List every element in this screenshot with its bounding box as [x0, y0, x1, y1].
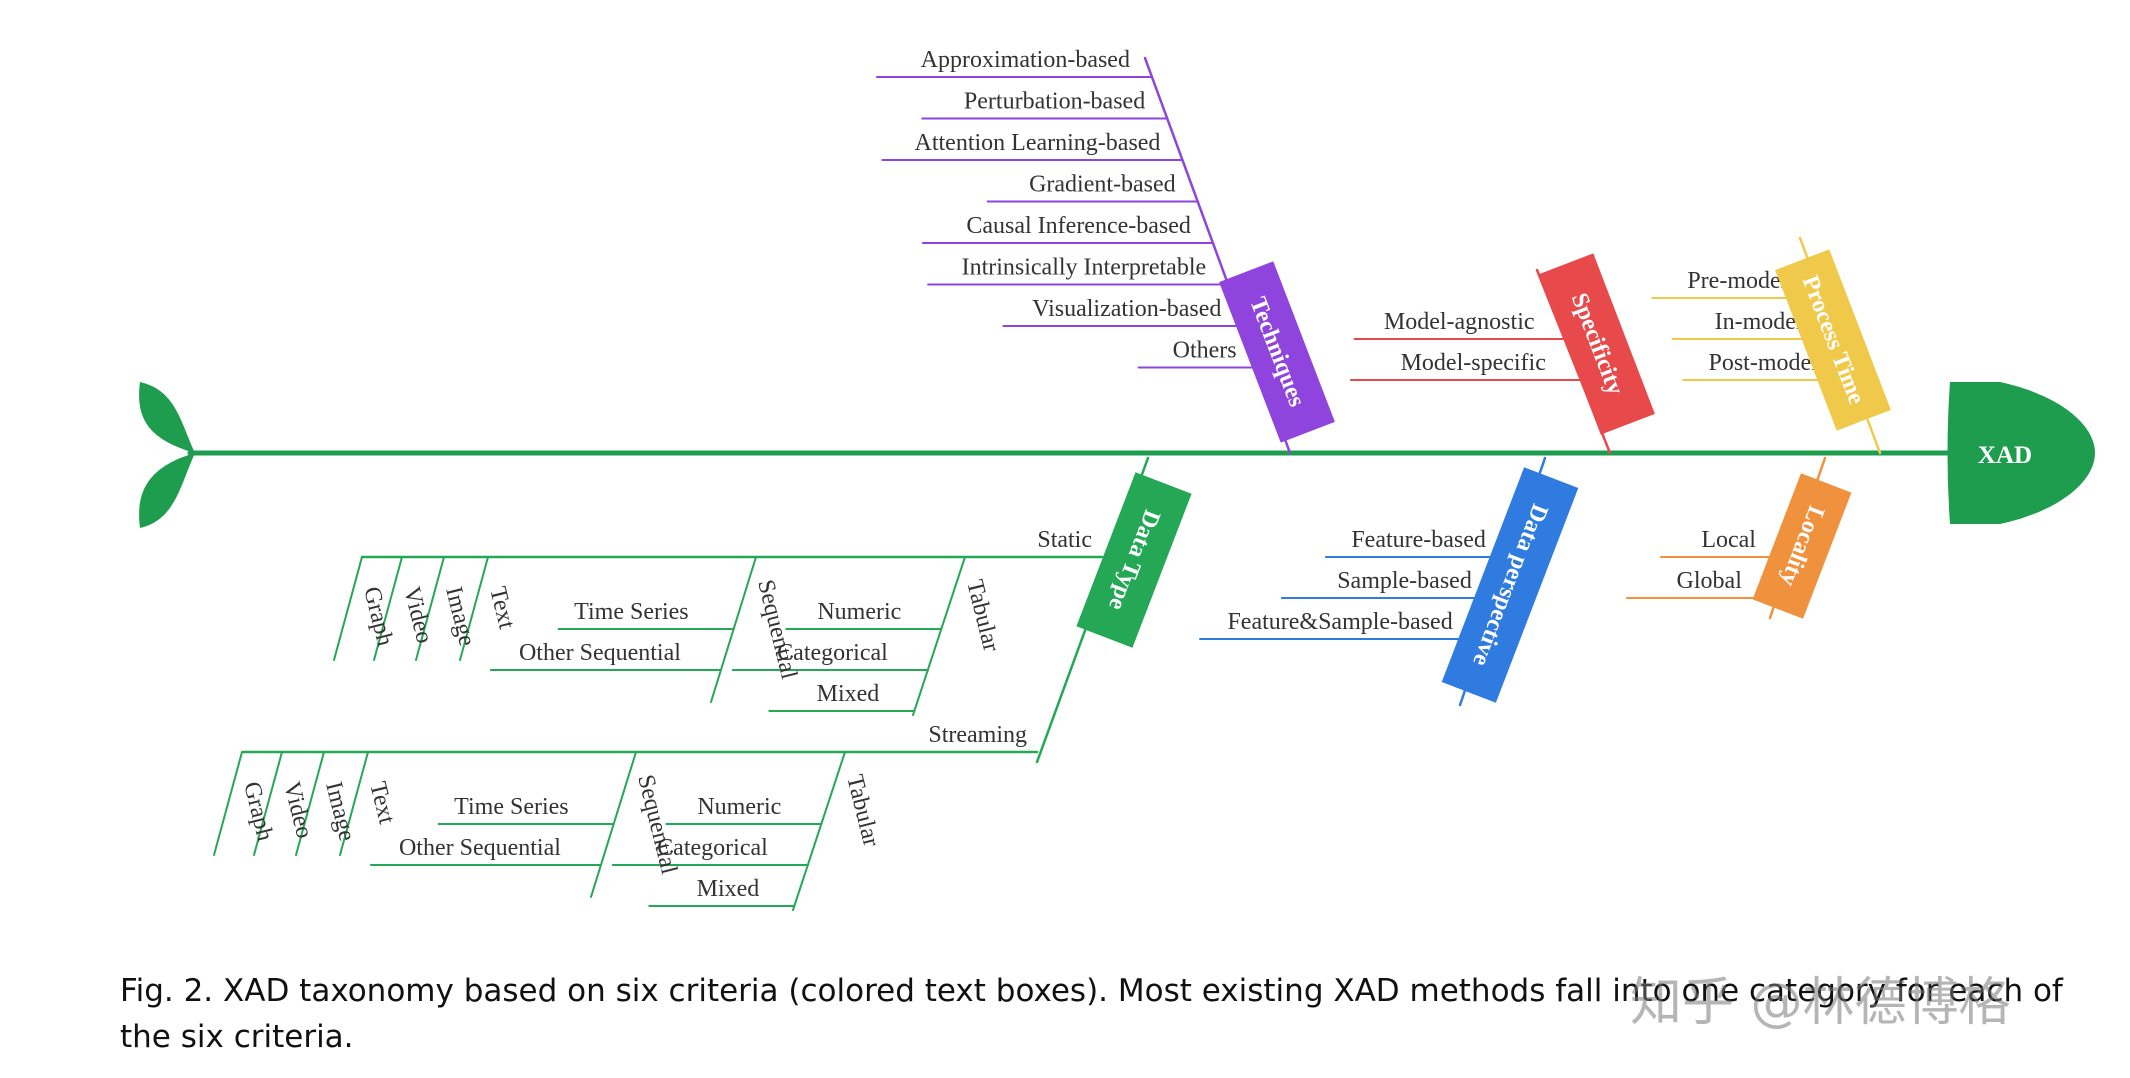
fish-head [1947, 382, 2095, 524]
data_type-direct-bone [339, 751, 369, 856]
data_type-direct-bone [295, 751, 325, 856]
techniques-item-label: Approximation-based [921, 47, 1130, 73]
process_time-box-fill [1775, 249, 1891, 431]
specificity-item-label: Model-specific [1401, 350, 1546, 376]
data_perspective-item-label: Feature-based [1351, 527, 1486, 553]
locality-item-label: Local [1701, 527, 1756, 553]
data_type-mode-label: Streaming [928, 722, 1027, 748]
process_time-item-label: Pre-model [1687, 268, 1787, 294]
fish-tail [139, 382, 195, 528]
data_type-direct-label: Video [398, 584, 437, 646]
techniques-item-label: Intrinsically Interpretable [962, 255, 1207, 281]
techniques-item-label: Others [1173, 338, 1237, 364]
data_type-mode-label: Static [1037, 527, 1092, 553]
data_type-sequential-item-label: Other Sequential [519, 640, 681, 666]
data_type-direct-label: Video [278, 779, 317, 841]
data_type-direct-bone [459, 556, 489, 661]
data_type-direct-label: Image [440, 584, 480, 648]
data_type-tabular-label: Tabular [961, 577, 1004, 654]
fish-head-label: XAD [1978, 442, 2032, 469]
data_type-sequential-item-label: Other Sequential [399, 835, 561, 861]
techniques-item-label: Visualization-based [1032, 296, 1221, 322]
locality-item-label: Global [1677, 568, 1743, 594]
data_type-direct-label: Text [364, 779, 400, 827]
techniques-item-label: Perturbation-based [964, 89, 1145, 115]
data_perspective-item-label: Feature&Sample-based [1227, 609, 1452, 635]
techniques-item-label: Gradient-based [1029, 172, 1176, 198]
bones-layer [139, 56, 2095, 911]
data_type-tabular-bone [912, 556, 966, 716]
data_perspective-item-label: Sample-based [1337, 568, 1472, 594]
watermark: 知乎 @林德博格 [1630, 973, 2011, 1033]
data_type-category-box: Data Type [1076, 472, 1192, 648]
process_time-item-label: In-model [1715, 309, 1803, 335]
techniques-item-label: Attention Learning-based [915, 130, 1161, 156]
data_type-direct-label: Text [484, 584, 520, 632]
data_perspective-box-fill [1441, 467, 1579, 703]
data_type-tabular-item-label: Categorical [657, 835, 768, 861]
data_type-direct-bone [373, 556, 403, 661]
data_type-tabular-item-label: Numeric [697, 794, 781, 820]
data_type-tabular-item-label: Mixed [697, 876, 760, 902]
data_type-tabular-item-label: Categorical [777, 640, 888, 666]
figure-caption: Fig. 2. XAD taxonomy based on six criter… [120, 973, 2063, 1055]
locality-category-box: Locality [1752, 473, 1852, 619]
techniques-box-fill [1219, 261, 1335, 443]
data_type-tabular-label: Tabular [841, 772, 884, 849]
data_type-box-fill [1076, 472, 1192, 648]
data_type-direct-bone [333, 556, 363, 661]
locality-box-fill [1752, 473, 1852, 619]
specificity-box-fill [1539, 253, 1655, 435]
data_type-tabular-item-label: Mixed [817, 681, 880, 707]
data_type-direct-bone [253, 751, 283, 856]
data_type-sequential-item-label: Time Series [454, 794, 568, 820]
process_time-item-label: Post-model [1708, 350, 1818, 376]
data_type-sequential-item-label: Time Series [574, 599, 688, 625]
techniques-item-label: Causal Inference-based [966, 213, 1191, 239]
data_type-direct-bone [213, 751, 243, 856]
data_type-direct-bone [415, 556, 445, 661]
specificity-category-box: Specificity [1539, 253, 1655, 435]
specificity-item-label: Model-agnostic [1384, 309, 1535, 335]
data_type-tabular-bone [792, 751, 846, 911]
data_type-tabular-item-label: Numeric [817, 599, 901, 625]
data_type-direct-label: Image [320, 779, 360, 843]
